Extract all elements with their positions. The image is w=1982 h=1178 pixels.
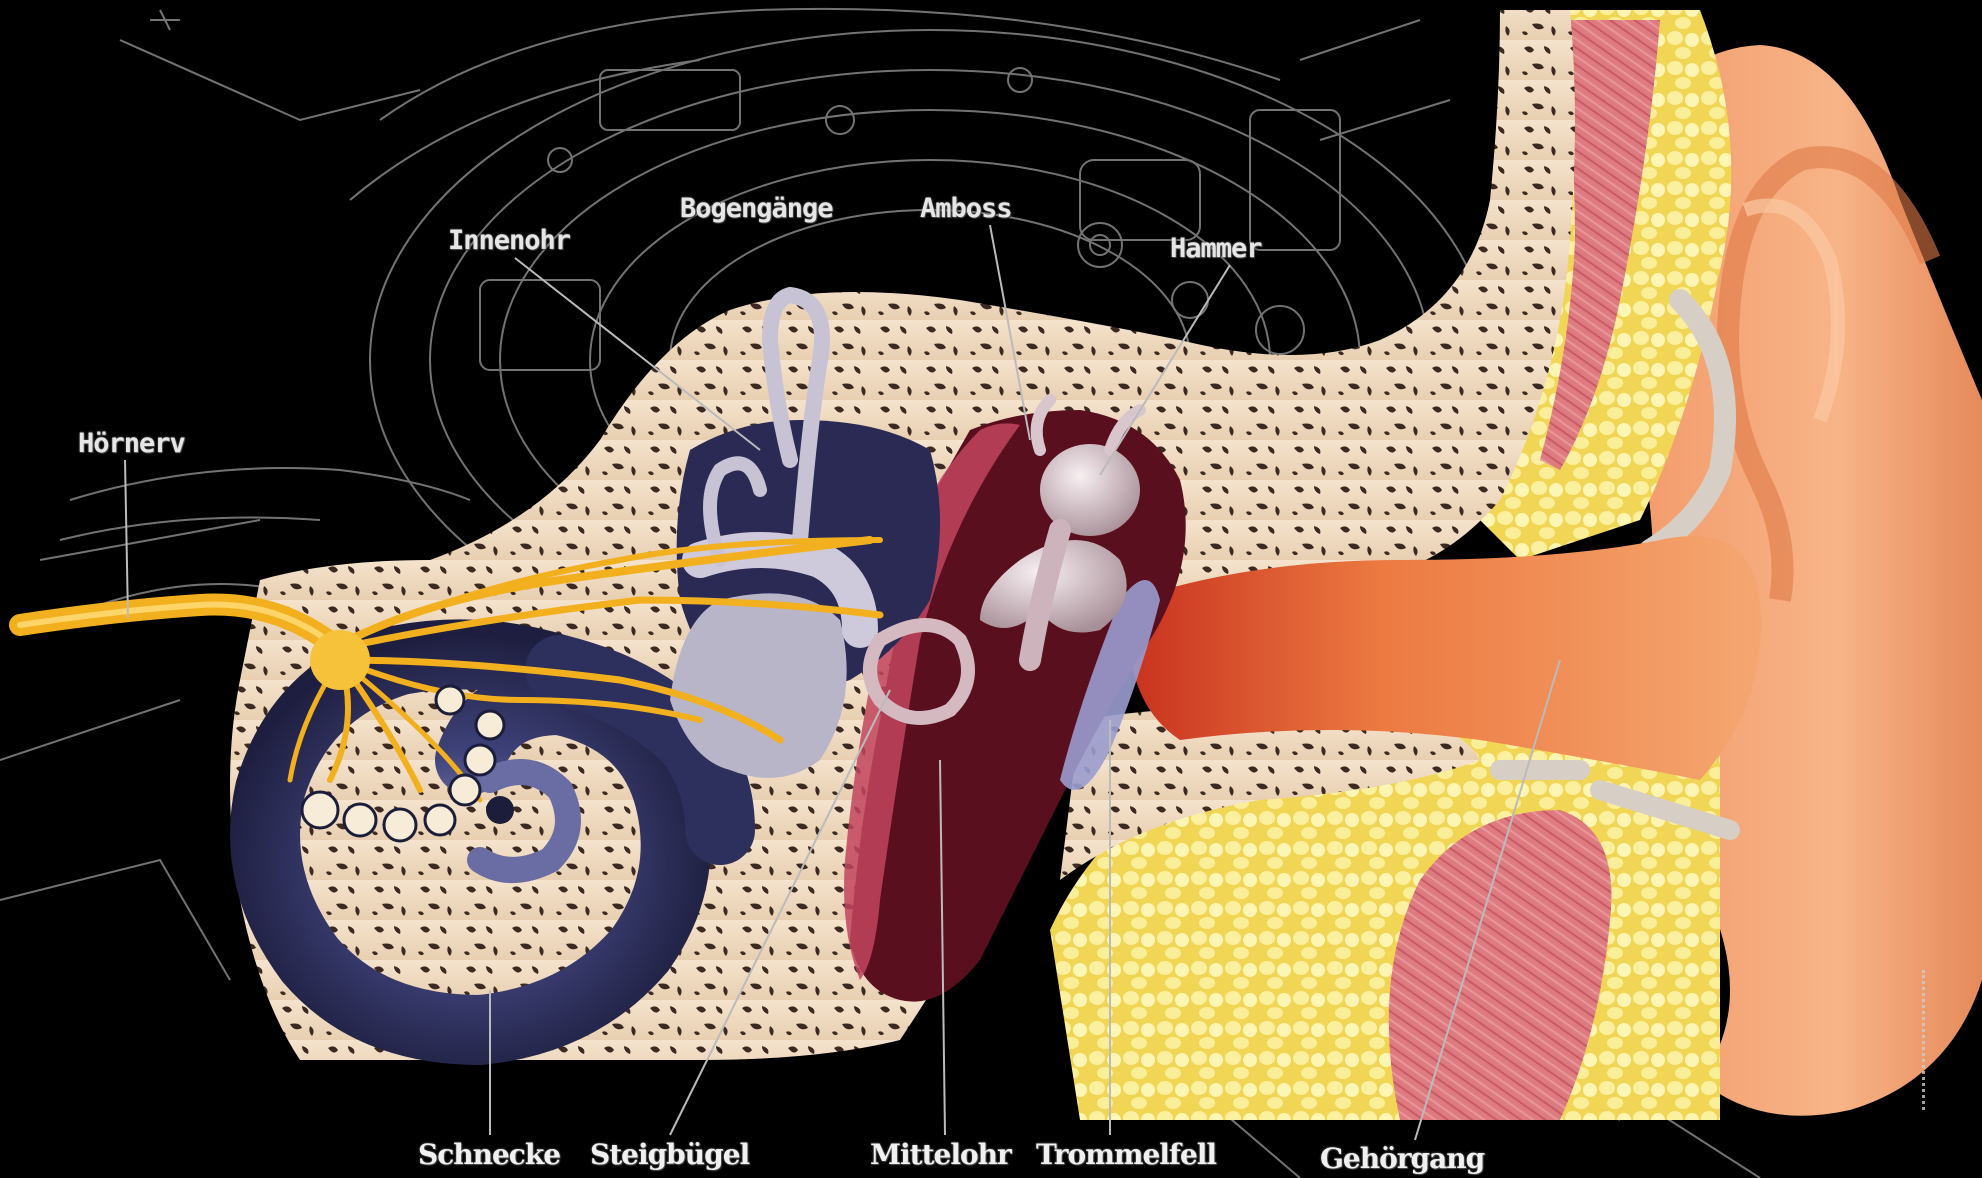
label-hoernerv: Hörnerv	[78, 428, 185, 459]
label-amboss: Amboss	[920, 193, 1012, 224]
label-bogengaenge: Bogengänge	[680, 193, 833, 224]
label-trommelfell: Trommelfell	[1036, 1138, 1216, 1171]
label-schnecke: Schnecke	[418, 1138, 560, 1171]
signature-watermark-icon	[1922, 970, 1947, 1110]
label-mittelohr: Mittelohr	[870, 1138, 1011, 1171]
label-gehoergang: Gehörgang	[1320, 1142, 1484, 1175]
label-innenohr: Innenohr	[448, 225, 570, 256]
label-steigbuegel: Steigbügel	[590, 1138, 749, 1171]
label-hammer: Hammer	[1170, 233, 1262, 264]
